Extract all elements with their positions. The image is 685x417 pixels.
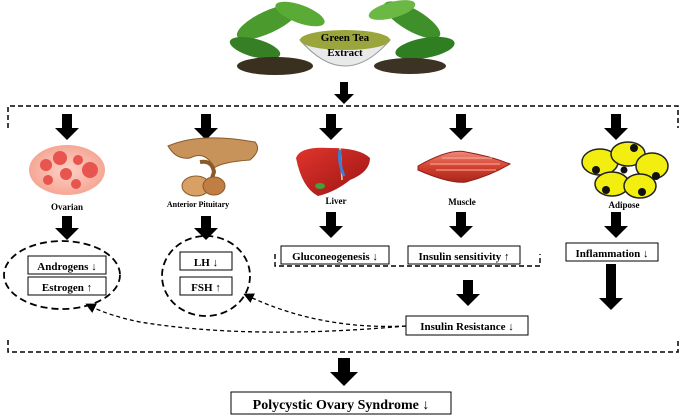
muscle-icon <box>417 150 512 183</box>
organ-label-ovarian: Ovarian <box>51 202 83 212</box>
arrow-to-pituitary <box>194 114 218 140</box>
tea-leaf-icon <box>395 36 455 60</box>
fsh-label: FSH ↑ <box>191 282 221 294</box>
arrow-to-liver <box>319 114 343 140</box>
organ-label-pituitary: Anterior Pituitary <box>167 200 229 209</box>
organ-arrows <box>55 114 628 140</box>
metabolic-dashed-bracket <box>274 254 541 267</box>
androgens-box <box>27 255 107 275</box>
gluconeogenesis-box <box>280 245 390 265</box>
arrow-adipose-effects <box>604 212 628 238</box>
tea-leaf-icon <box>275 1 325 27</box>
arrow-liver-effects <box>319 212 343 238</box>
dashed-arrow-to-pituitary <box>243 293 407 328</box>
inflammation-box <box>565 242 659 262</box>
tea-powder <box>300 30 390 50</box>
estrogen-box <box>27 276 107 296</box>
organ-label-adipose: Adipose <box>608 200 639 210</box>
gluconeogenesis-label: Gluconeogenesis ↓ <box>292 251 378 263</box>
arrow-to-insulin-resistance <box>456 280 480 306</box>
ovary-icon <box>29 145 105 195</box>
dried-tea-pile <box>237 57 313 75</box>
organ-label-muscle: Muscle <box>448 197 476 207</box>
outcome-box <box>230 391 452 415</box>
arrow-to-ovarian <box>55 114 79 140</box>
ovarian-effects-group <box>3 240 121 310</box>
top-dashed-bracket <box>7 105 679 128</box>
insulin-sensitivity-label: Insulin sensitivity ↑ <box>418 251 509 263</box>
insulin-resistance-box <box>405 315 529 336</box>
arrow-ovarian-effects <box>55 216 79 240</box>
arrow-pituitary-effects <box>194 216 218 240</box>
arrow-to-outcome <box>330 358 358 386</box>
lh-box <box>179 251 233 271</box>
inflammation-label: Inflammation ↓ <box>575 248 648 260</box>
fsh-box <box>179 276 233 296</box>
liver-icon <box>296 147 370 196</box>
outcome-label: Polycystic Ovary Syndrome ↓ <box>253 398 430 413</box>
arrow-extract-down <box>334 82 354 104</box>
androgens-label: Androgens ↓ <box>37 261 96 273</box>
pituitary-icon <box>167 137 259 197</box>
tea-leaf-icon <box>229 37 281 59</box>
estrogen-label: Estrogen ↑ <box>42 282 92 294</box>
tea-leaf-icon <box>368 0 416 20</box>
adipose-icon <box>581 141 669 199</box>
arrow-muscle-effects <box>449 212 473 238</box>
bottom-dashed-bracket <box>7 340 679 353</box>
insulin-resistance-label: Insulin Resistance ↓ <box>420 321 514 333</box>
effect-arrows <box>55 212 628 240</box>
arrow-inflammation-down <box>599 264 623 310</box>
arrow-to-adipose <box>604 114 628 140</box>
dashed-arrow-to-ovarian <box>85 303 407 333</box>
organ-label-liver: Liver <box>326 196 347 206</box>
lh-label: LH ↓ <box>194 257 218 269</box>
pituitary-effects-group <box>161 235 251 317</box>
insulin-sensitivity-box <box>407 245 521 265</box>
extract-label-line2: Extract <box>327 47 363 59</box>
arrow-to-muscle <box>449 114 473 140</box>
dried-tea-pile <box>374 58 446 74</box>
extract-label-line1: Green Tea <box>321 32 370 44</box>
green-tea-extract-image: Green Tea Extract <box>229 0 455 75</box>
